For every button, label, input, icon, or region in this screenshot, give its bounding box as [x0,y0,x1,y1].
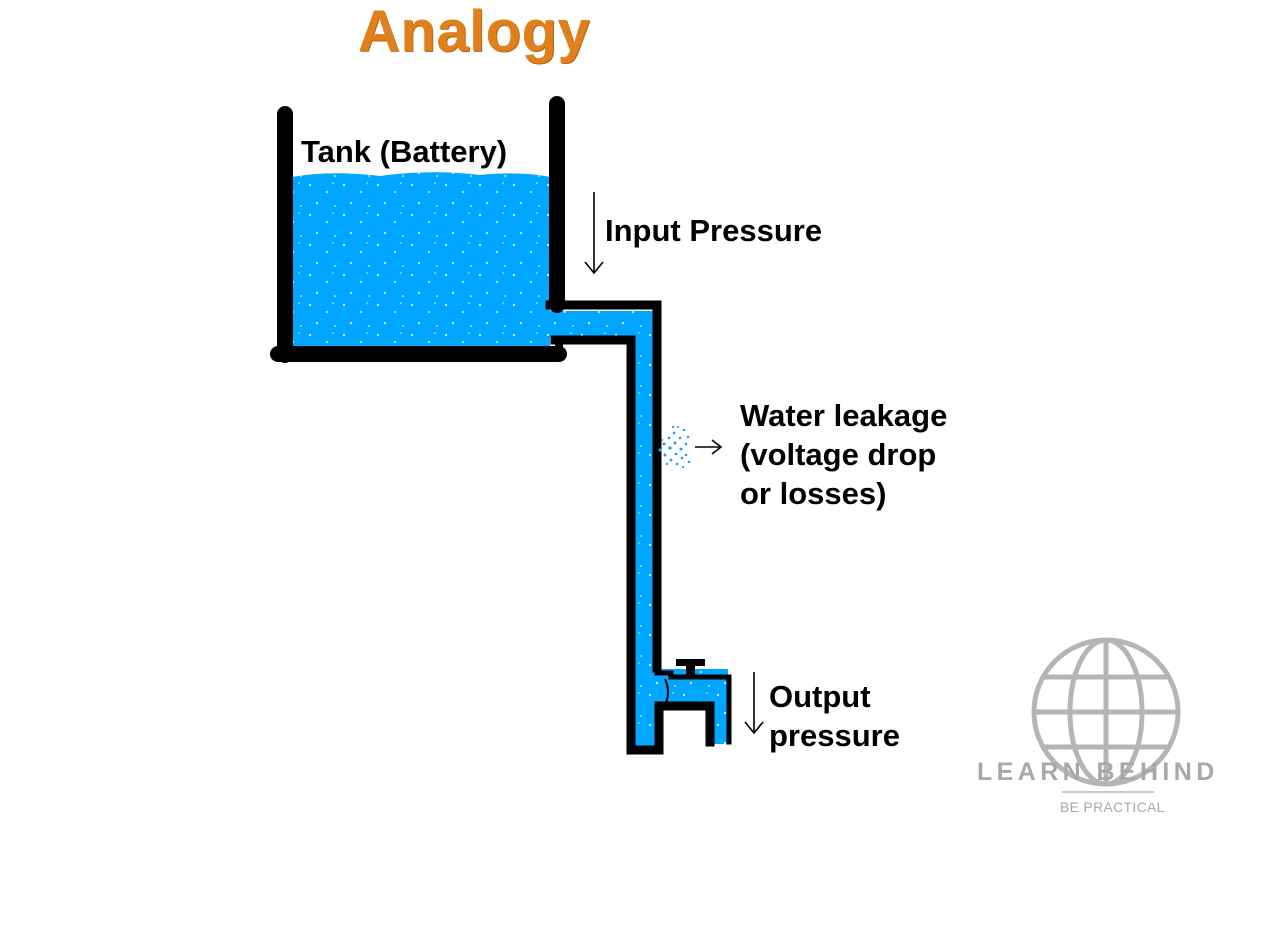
tap-valve [664,659,705,706]
output-pressure-label-line2: pressure [769,718,900,753]
diagram-title: Analogy [358,0,591,64]
logo-name: LEARN BEHIND [977,758,1219,786]
leakage-label-line2: (voltage drop [740,437,937,472]
logo-divider [1062,791,1154,793]
tank-walls [270,96,567,363]
leakage-label-line3: or losses) [740,476,887,511]
leak-arrow [695,439,723,455]
globe-icon [1031,637,1181,787]
tank-label: Tank (Battery) [301,134,508,169]
pipe-water [550,311,728,750]
output-pressure-label-line1: Output [769,679,871,714]
input-arrow [584,192,604,275]
logo-tagline: BE PRACTICAL [1060,799,1165,815]
leakage-label-line1: Water leakage [740,398,948,433]
pipe-walls [545,300,732,755]
output-arrow [744,672,764,735]
input-pressure-label: Input Pressure [605,213,823,248]
leak-spray [658,425,691,469]
tank-water [292,172,550,346]
